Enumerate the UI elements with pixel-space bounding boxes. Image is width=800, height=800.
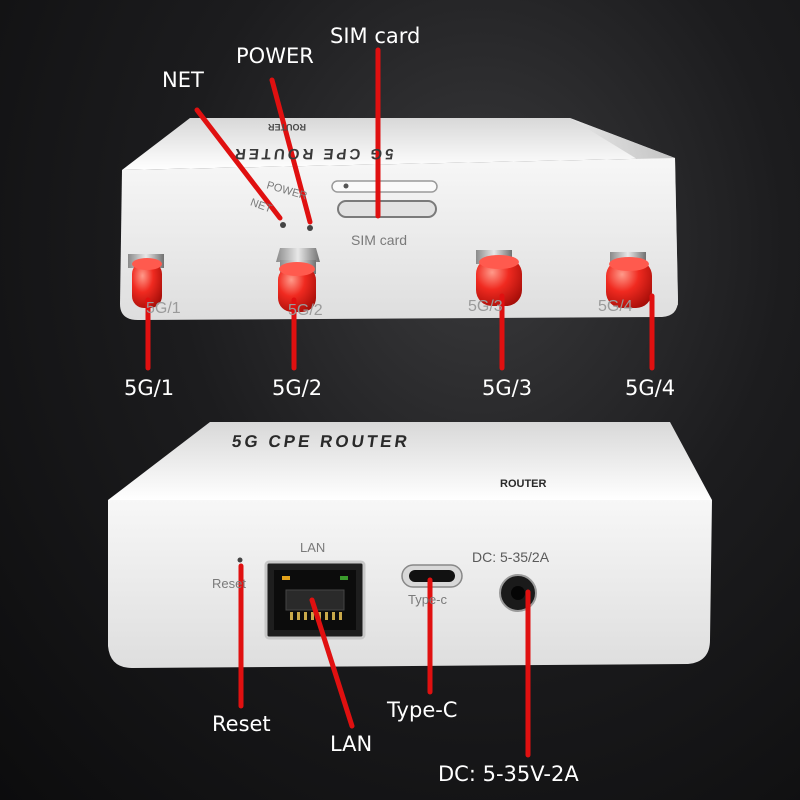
power-callout-line: [269, 77, 313, 225]
sim-slot-2: [337, 200, 437, 218]
lan-callout-line: [309, 597, 355, 729]
upper-5g1-print: 5G/1: [146, 300, 181, 317]
dc-jack: [499, 574, 537, 612]
lower-router-top: [108, 422, 712, 500]
type-c-label: Type-C: [387, 698, 458, 722]
upper-sim-print: SIM card: [351, 232, 408, 248]
antenna-5g1: [128, 254, 164, 308]
lower-top-sub: ROUTER: [500, 478, 547, 490]
5g1-label: 5G/1: [124, 376, 175, 400]
lan-label: LAN: [330, 732, 373, 756]
5g2-label: 5G/2: [272, 376, 323, 400]
sim-slot-1: [331, 180, 438, 193]
net-callout-line: [194, 107, 283, 221]
type-c-port: [401, 564, 463, 588]
upper-5g3-print: 5G/3: [468, 298, 503, 315]
5g3-label: 5G/3: [482, 376, 533, 400]
antenna-5g3: [476, 250, 522, 306]
5g4-label: 5G/4: [625, 376, 676, 400]
lower-router: [108, 422, 712, 668]
upper-top-brand: 5G CPE ROUTER: [231, 145, 395, 162]
upper-5g4-print: 5G/4: [598, 298, 633, 315]
lan-port: [264, 560, 366, 640]
reset-label: Reset: [212, 712, 271, 736]
sim-card-label: SIM card: [330, 24, 421, 48]
callout-lines: [145, 47, 655, 758]
antenna-5g4: [606, 252, 652, 308]
lower-reset-print: Reset: [212, 576, 246, 591]
upper-router-front: [120, 158, 678, 320]
net-label: NET: [162, 68, 204, 92]
dc-label: DC: 5-35V-2A: [438, 762, 579, 786]
reset-hole: [237, 557, 243, 563]
upper-router-top: [122, 118, 675, 170]
lower-top-brand: 5G CPE ROUTER: [230, 432, 412, 451]
antenna-5g2: [276, 248, 320, 312]
upper-router: [120, 118, 678, 320]
lower-type-c-print: Type-c: [408, 592, 448, 607]
power-led: [307, 225, 313, 231]
power-label: POWER: [236, 44, 314, 68]
lower-dc-print: DC: 5-35/2A: [472, 549, 550, 565]
upper-top-sub: ROUTER: [268, 122, 306, 132]
lower-lan-print: LAN: [300, 540, 326, 555]
net-led: [280, 222, 286, 228]
upper-5g2-print: 5G/2: [288, 302, 323, 319]
